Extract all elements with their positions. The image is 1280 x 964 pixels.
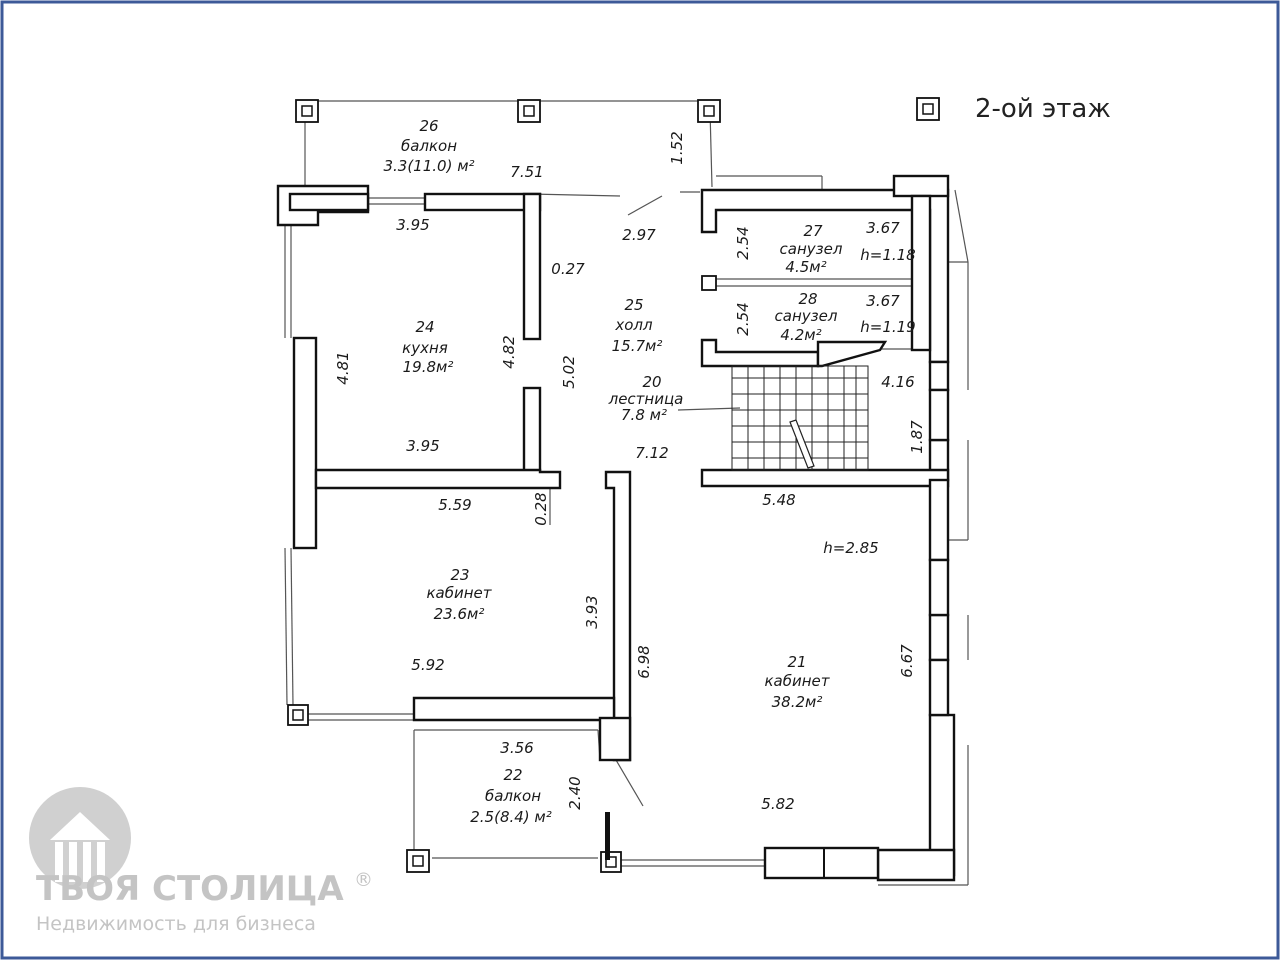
dim-label: h=2.85 [823, 539, 878, 557]
dim-label: 7.12 [635, 444, 668, 462]
room-28-area: 4.2м² [780, 326, 821, 344]
room-23-area: 23.6м² [434, 605, 485, 623]
room-27-name: санузел [780, 240, 843, 258]
dim-label: 3.56 [500, 739, 533, 757]
room-21-area: 38.2м² [772, 693, 823, 711]
dim-label: 2.54 [734, 226, 752, 259]
dim-label: h=1.18 [860, 246, 915, 264]
dim-label: 5.59 [438, 496, 471, 514]
dim-label: 1.52 [668, 131, 686, 164]
dim-label: 5.92 [411, 656, 444, 674]
watermark-tagline: Недвижимость для бизнеса [36, 913, 316, 935]
room-22-number: 22 [503, 766, 522, 784]
watermark-brand: ТВОЯ СТОЛИЦА [36, 869, 344, 909]
room-25-name: холл [614, 316, 653, 334]
dim-label: 2.54 [734, 302, 752, 335]
room-20-name: лестница [608, 390, 684, 408]
room-25-number: 25 [624, 296, 643, 314]
dim-label: 6.98 [635, 645, 653, 678]
dim-label: 4.16 [881, 373, 914, 391]
dim-label: 5.48 [762, 491, 795, 509]
dim-label: 5.02 [560, 355, 578, 388]
logo-icon [29, 787, 131, 889]
dim-label: 0.28 [532, 492, 550, 525]
dim-label: 5.82 [761, 795, 794, 813]
room-23-name: кабинет [426, 584, 492, 602]
dim-label: 2.40 [566, 776, 584, 809]
room-21-number: 21 [787, 653, 806, 671]
watermark: ТВОЯ СТОЛИЦА ® Недвижимость для бизнеса [29, 787, 373, 935]
room-27-number: 27 [803, 222, 823, 240]
dim-label: 3.95 [396, 216, 429, 234]
room-22-name: балкон [485, 787, 541, 805]
room-27-area: 4.5м² [785, 258, 826, 276]
room-25-area: 15.7м² [612, 337, 663, 355]
dim-label: 4.82 [500, 335, 518, 368]
room-26-number: 26 [419, 117, 438, 135]
dim-label: 3.95 [406, 437, 439, 455]
dimension-labels: 7.51 1.52 3.95 2.97 2.54 3.67 h=1.18 0.2… [334, 131, 926, 813]
dim-label: 0.27 [551, 260, 585, 278]
walls [276, 174, 956, 882]
dim-label: 4.81 [334, 351, 352, 384]
dim-label: h=1.19 [860, 318, 915, 336]
dim-label: 1.87 [908, 420, 926, 454]
room-24-name: кухня [402, 339, 448, 357]
dim-label: 3.67 [866, 219, 900, 237]
room-26-area: 3.3(11.0) м² [383, 157, 474, 175]
room-24-number: 24 [415, 318, 434, 336]
room-labels: 26 балкон 3.3(11.0) м² 27 санузел 4.5м² … [383, 117, 842, 826]
room-23-number: 23 [450, 566, 469, 584]
dim-label: 7.51 [510, 163, 543, 181]
room-28-number: 28 [798, 290, 817, 308]
room-28-name: санузел [775, 307, 838, 325]
room-20-area: 7.8 м² [621, 406, 667, 424]
room-22-area: 2.5(8.4) м² [470, 808, 552, 826]
dim-label: 3.93 [583, 595, 601, 628]
watermark-registered: ® [354, 869, 373, 891]
room-24-area: 19.8м² [403, 358, 454, 376]
floor-title: 2-ой этаж [975, 94, 1111, 124]
staircase [731, 365, 869, 471]
columns [287, 97, 940, 873]
dim-label: 6.67 [898, 644, 916, 678]
room-21-name: кабинет [764, 672, 830, 690]
dim-label: 3.67 [866, 292, 900, 310]
room-26-name: балкон [401, 137, 457, 155]
dim-label: 2.97 [622, 226, 656, 244]
thin-lines [284, 100, 969, 886]
room-20-number: 20 [642, 373, 661, 391]
